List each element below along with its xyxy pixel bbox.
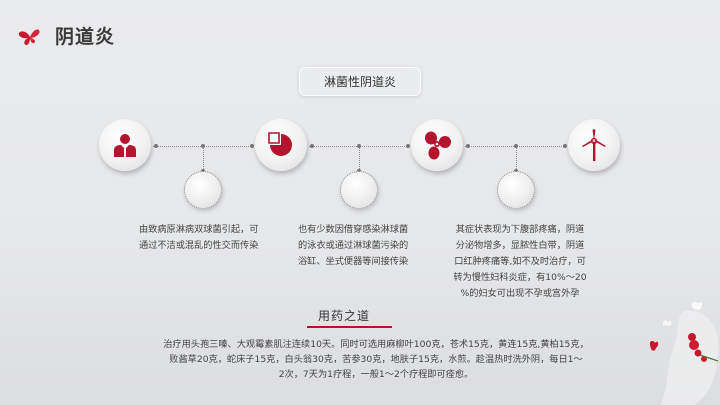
text-line: 转为慢性妇科炎症，有10%～20 — [453, 272, 587, 283]
connector-line — [203, 146, 204, 171]
connector-dot — [154, 144, 158, 148]
medication-title: 用药之道 — [318, 309, 371, 323]
pie-chart-icon — [268, 132, 292, 156]
text-line: 通过不洁或混乱的性交而传染 — [139, 240, 259, 251]
description-1: 由致病原淋病双球菌引起，可 通过不洁或混乱的性交而传染 — [139, 222, 289, 254]
text-line: %的妇女可出现不孕或宫外孕 — [460, 288, 580, 299]
connector-dot — [514, 144, 518, 148]
text-line: 浴缸、坐式便器等间接传染 — [298, 256, 409, 267]
propeller-icon — [425, 131, 451, 160]
timeline-subnode-3 — [497, 171, 535, 209]
text-line: 败酱草20克，蛇床子15克，白头翁30克，苦参30克，地肤子15克，水煎。趁温热… — [169, 354, 583, 365]
timeline-node-3 — [411, 119, 463, 171]
text-line: 治疗用头孢三嗪、大观霉素肌注连续10天。同时可选用麻柳叶100克，苍术15克，黄… — [163, 339, 589, 350]
connector-dot — [466, 144, 470, 148]
timeline-node-1 — [99, 119, 151, 171]
timeline-subnode-1 — [184, 171, 222, 209]
connector-dot — [250, 144, 254, 148]
timeline-node-4 — [568, 119, 620, 171]
person-icon — [114, 134, 136, 157]
text-line: 分泌物增多，显脓性白带，阴道 — [455, 240, 585, 251]
text-line: 的泳衣或通过淋球菌污染的 — [298, 240, 409, 251]
description-3: 其症状表现为下腹部疼痛，阴道 分泌物增多，显脓性白带，阴道 口红肿疼痛等,如不及… — [438, 222, 602, 302]
medication-text: 治疗用头孢三嗪、大观霉素肌注连续10天。同时可选用麻柳叶100克，苍术15克，黄… — [86, 337, 666, 382]
section-title: 淋菌性阴道炎 — [323, 75, 396, 89]
connector-dot — [357, 144, 361, 148]
text-line: 由致病原淋病双球菌引起，可 — [139, 224, 259, 235]
connector-line — [516, 146, 517, 171]
timeline-node-2 — [255, 119, 307, 171]
text-line: 口红肿疼痛等,如不及时治疗，可 — [454, 256, 586, 267]
timeline-subnode-2 — [340, 171, 378, 209]
connector-dot — [201, 144, 205, 148]
text-line: 也有少数因借穿感染淋球菌 — [298, 224, 409, 235]
section-title-box: 淋菌性阴道炎 — [299, 67, 421, 96]
description-2: 也有少数因借穿感染淋球菌 的泳衣或通过淋球菌污染的 浴缸、坐式便器等间接传染 — [298, 222, 438, 270]
connector-dot — [406, 144, 410, 148]
butterflies-roses-decoration — [649, 301, 719, 405]
connector-dot — [310, 144, 314, 148]
text-line: 其症状表现为下腹部疼痛，阴道 — [455, 224, 585, 235]
page-title: 阴道炎 — [55, 26, 116, 48]
connector-dot — [563, 144, 567, 148]
butterfly-icon — [18, 29, 40, 45]
text-line: 2次，7天为1疗程，一般1～2个疗程即可痊愈。 — [278, 369, 474, 380]
wind-turbine-icon — [582, 129, 606, 161]
medication-title-underline — [307, 326, 392, 328]
connector-line — [359, 146, 360, 171]
